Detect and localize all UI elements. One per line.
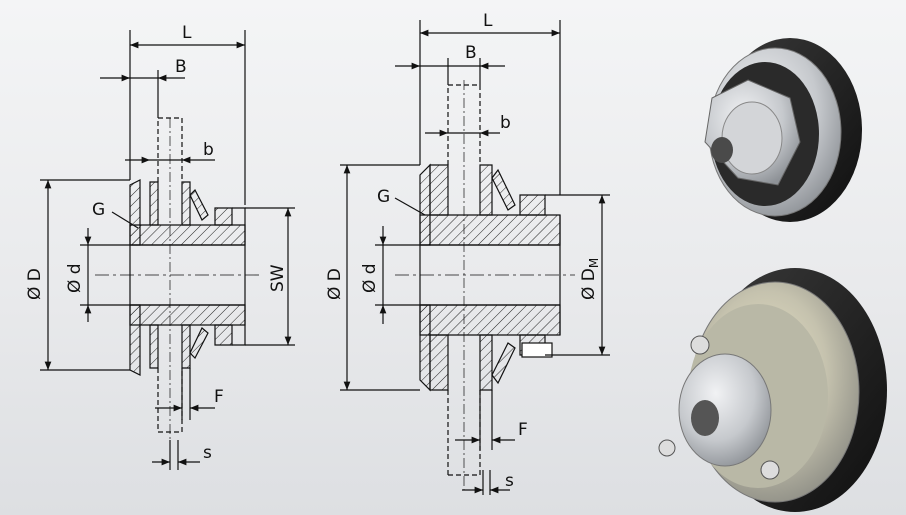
label-s: s [505, 471, 514, 491]
threaded-nut [721, 101, 783, 175]
label-D: Ø D [325, 268, 345, 300]
label-B: B [465, 43, 477, 63]
drawing-left [40, 30, 295, 470]
label-b: b [500, 113, 511, 133]
label-d: Ø d [65, 263, 85, 293]
label-L: L [483, 11, 493, 31]
label-s: s [203, 443, 212, 463]
label-SW: SW [268, 264, 288, 292]
bore-hole [711, 137, 733, 163]
product-photo-top [704, 38, 862, 222]
label-G: G [377, 187, 390, 207]
drawing-right-labels: L B b G Ø D Ø d Ø DM F s [325, 11, 601, 491]
drawing-left-labels: L B b G Ø D Ø d SW F s [25, 23, 288, 463]
drawing-right [340, 20, 610, 495]
product-photo-bottom [658, 268, 887, 512]
label-L: L [182, 23, 192, 43]
screw-head [690, 335, 710, 355]
label-d: Ø d [360, 263, 380, 293]
screw-head [658, 439, 676, 457]
label-DM-subscript: M [587, 258, 601, 268]
label-DM: Ø DM [579, 258, 601, 300]
label-B: B [175, 57, 187, 77]
label-D: Ø D [25, 268, 45, 300]
bore-hole [691, 400, 719, 436]
hub-section-left [129, 179, 246, 376]
screw-head [760, 460, 780, 480]
label-F: F [518, 420, 528, 440]
label-G: G [92, 200, 105, 220]
label-F: F [214, 387, 224, 407]
label-b: b [203, 140, 214, 160]
round-nut-icon [678, 353, 772, 467]
